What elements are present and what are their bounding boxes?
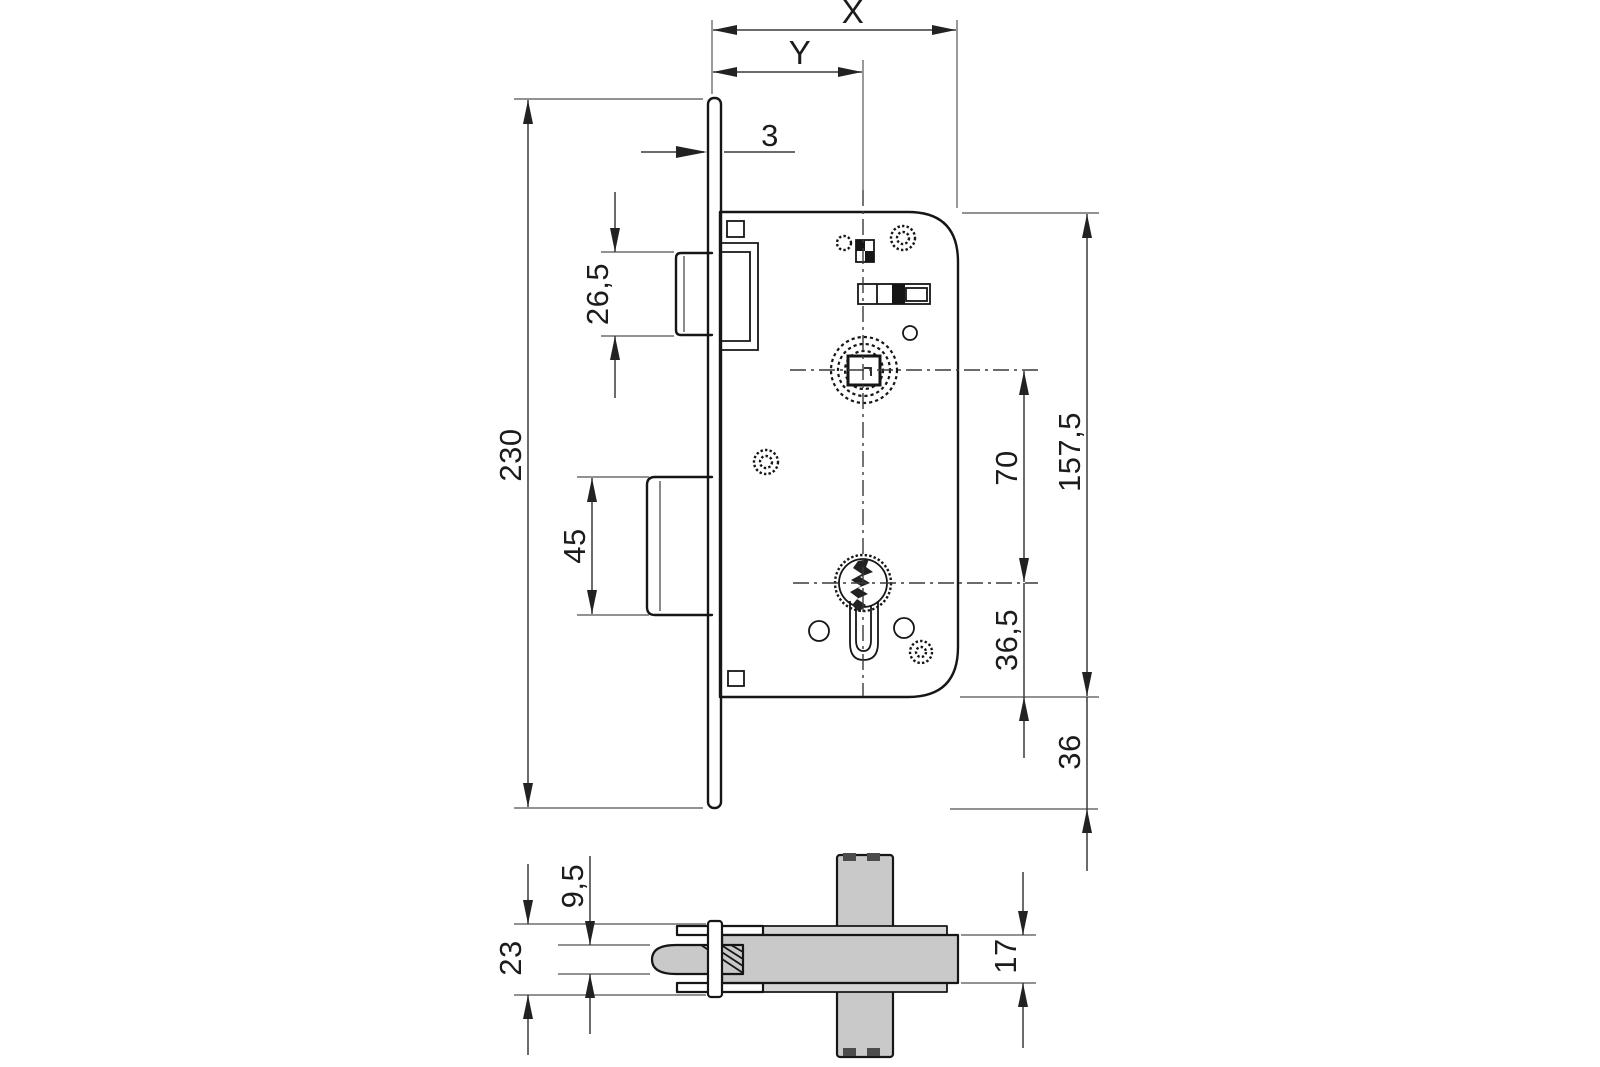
dim-label-3: 3 [761,118,779,153]
dim-case-depth: 17 [988,872,1028,1048]
case-section [720,933,960,985]
dim-label-17: 17 [988,938,1023,973]
dim-label-23: 23 [493,940,528,975]
screw-hole-small [835,234,853,252]
dim-label-157-5: 157,5 [1052,412,1087,492]
dim-deadbolt-height: 45 [557,478,597,614]
key-profile-icon [850,559,873,612]
mount-square-bottom [727,670,745,687]
centerlines [790,190,1038,696]
dim-label-x: X [842,0,865,30]
dim-label-230: 230 [493,428,528,481]
dim-backset-y: Y [713,34,862,77]
pin-hole [808,620,830,642]
extension-lines [514,20,1099,996]
dim-faceplate-thickness: 3 [641,118,795,158]
adjuster-square [855,239,875,263]
deadbolt [645,475,714,617]
dim-case-height: 157,5 [1052,214,1092,696]
case-cover-bottom [762,982,948,993]
pin-hole [902,325,918,341]
dim-label-y: Y [789,34,812,71]
screw-hole [752,448,780,476]
dim-faceplate-width: 23 [493,864,533,1055]
dim-backset-x: X [713,0,956,35]
dim-spindle-to-cylinder: 70 [989,371,1029,582]
dim-label-9-5: 9,5 [555,864,590,909]
latch-bolt [674,251,714,337]
screw-hole [889,224,917,252]
mount-square-top [726,220,745,238]
faceplate [706,96,723,810]
dim-label-45: 45 [557,528,592,563]
front-view [645,96,960,810]
case-cover-top [762,925,948,936]
latch-bolt-section [650,943,745,976]
pin-hole [893,617,915,639]
latch-housing-inner [721,251,751,342]
dim-latch-thickness: 9,5 [555,856,595,1034]
dim-label-70: 70 [989,450,1024,485]
dim-cylinder-to-case-bottom: 36,5 [989,583,1029,758]
dim-label-36: 36 [1052,734,1087,769]
section-view [650,853,960,1059]
latch-housing [721,242,759,351]
dim-latch-height: 26,5 [580,192,620,398]
screw-hole [908,639,934,665]
lock-case [718,210,960,699]
dim-case-to-faceplate-end: 36 [1052,697,1092,871]
dim-faceplate-length: 230 [493,100,533,807]
dim-label-36-5: 36,5 [989,609,1024,671]
dim-label-26-5: 26,5 [580,263,615,325]
aux-latch-slider [857,283,931,305]
faceplate-section [706,919,724,999]
